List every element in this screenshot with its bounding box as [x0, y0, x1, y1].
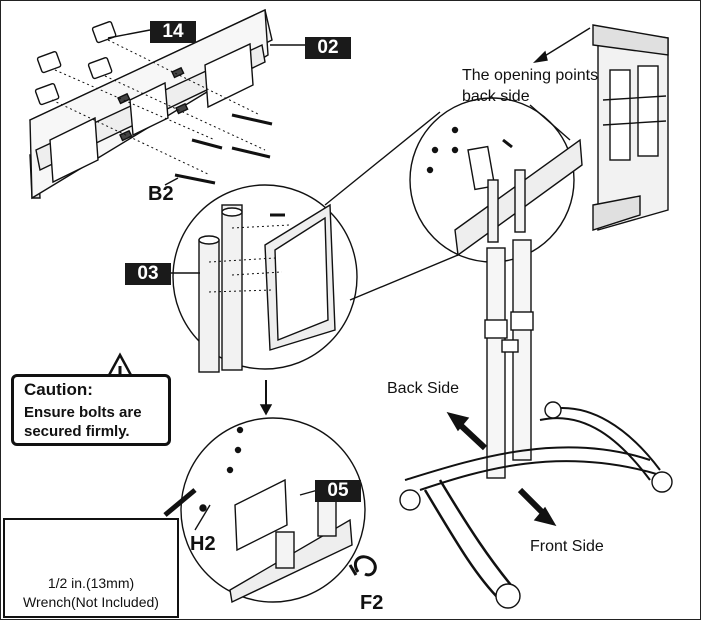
tag-bracket: 02 [305, 37, 351, 59]
tag-spacer: 14 [150, 21, 196, 43]
caution-title: Caution: [24, 380, 93, 399]
tag-b2-leader [164, 177, 179, 186]
tool-box: 1/2 in.(13mm) Wrench(Not Included) [3, 518, 179, 618]
bolt-group-b2 [174, 113, 273, 185]
opening-arrowhead [532, 50, 548, 64]
detail-circle-bolts [163, 417, 366, 604]
tag-plate: 05 [315, 480, 361, 502]
label-h2: H2 [190, 533, 216, 555]
detail-circle-poles [172, 184, 358, 373]
alignment-lines-top [51, 39, 266, 176]
caution-message: Ensure bolts are secured firmly. [24, 404, 142, 440]
f2-clip [348, 555, 377, 577]
label-b2: B2 [148, 183, 174, 205]
tool-note: Wrench(Not Included) [23, 594, 159, 610]
down-arrow [259, 380, 273, 416]
mounting-bracket [29, 8, 273, 200]
stand-assembly [399, 239, 673, 609]
zoom-line-top [324, 111, 441, 206]
front-side-label: Front Side [530, 538, 604, 555]
label-f2: F2 [360, 592, 384, 614]
zoom-line-bottom [349, 249, 471, 301]
opening-leader [529, 104, 571, 141]
back-side-label: Back Side [387, 380, 460, 397]
tag-h2-leader [194, 504, 211, 531]
opening-note: The opening points back side [462, 67, 599, 105]
front-side-arrow [517, 487, 557, 527]
caution-box: Caution: Ensure bolts are secured firmly… [11, 374, 171, 446]
monitor-rear-view [592, 24, 669, 231]
back-side-arrow [446, 411, 488, 451]
tag-14-leader [107, 29, 151, 39]
tool-size: 1/2 in.(13mm) [47, 575, 135, 591]
detail-circle-plate [409, 97, 583, 263]
tag-pole: 03 [125, 263, 171, 285]
spacer-group [34, 21, 117, 106]
